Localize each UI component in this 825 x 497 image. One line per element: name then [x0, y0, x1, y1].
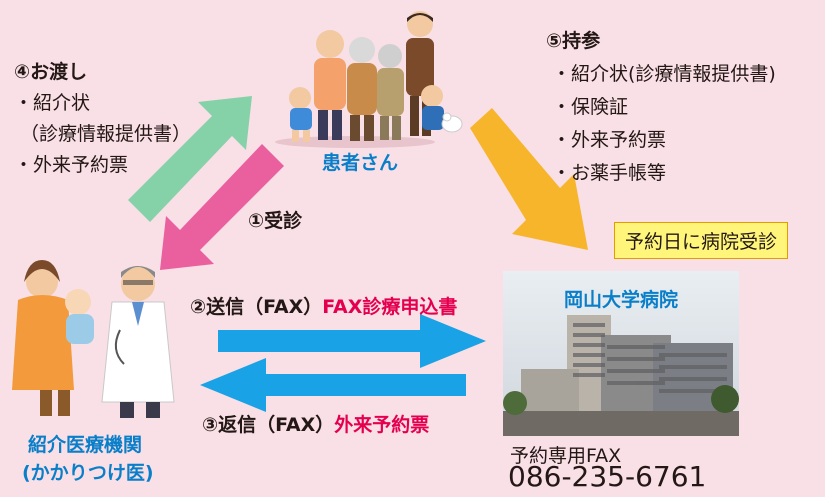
- step5-item-1: ・紹介状(診療情報提供書): [552, 63, 776, 85]
- step3-prefix: ③返信（FAX）: [202, 414, 335, 436]
- step5-item-2: ・保険証: [552, 96, 629, 118]
- patient-label: 患者さん: [322, 152, 399, 174]
- clinic-staff-illustration: [12, 260, 175, 418]
- fax-label: 予約専用FAX: [510, 445, 622, 467]
- step3-document: 外来予約票: [334, 414, 430, 436]
- hospital-name: 岡山大学病院: [563, 289, 678, 311]
- visit-on-appointment-badge: 予約日に病院受診: [614, 222, 789, 259]
- step4-item-2: （診療情報提供書）: [20, 123, 192, 145]
- step2-prefix: ②送信（FAX）: [190, 296, 323, 318]
- hospital-photo: [503, 271, 739, 436]
- arrow-reply-fax: [200, 358, 466, 412]
- clinic-label-line1: 紹介医療機関: [28, 434, 143, 456]
- arrow-bring: [470, 108, 588, 250]
- arrow-send-fax: [218, 314, 486, 368]
- patient-family-illustration: [275, 11, 463, 148]
- step4-item-1: ・紹介状: [14, 92, 91, 114]
- arrow-consultation: [160, 144, 284, 270]
- step2-document: FAX診療申込書: [322, 296, 458, 318]
- step3-label: ③返信（FAX）外来予約票: [202, 410, 429, 437]
- step5-title: ⑤持参: [546, 30, 601, 52]
- clinic-label-line2: (かかりつけ医): [22, 462, 154, 484]
- step5-item-3: ・外来予約票: [552, 129, 667, 151]
- step4-item-3: ・外来予約票: [14, 154, 129, 176]
- step2-label: ②送信（FAX）FAX診療申込書: [190, 292, 457, 319]
- arrow-handover: [128, 96, 252, 222]
- step5-item-4: ・お薬手帳等: [552, 162, 667, 184]
- step1-label: ①受診: [248, 210, 303, 232]
- step4-title: ④お渡し: [14, 61, 88, 83]
- fax-number: 086-235-6761: [508, 460, 707, 493]
